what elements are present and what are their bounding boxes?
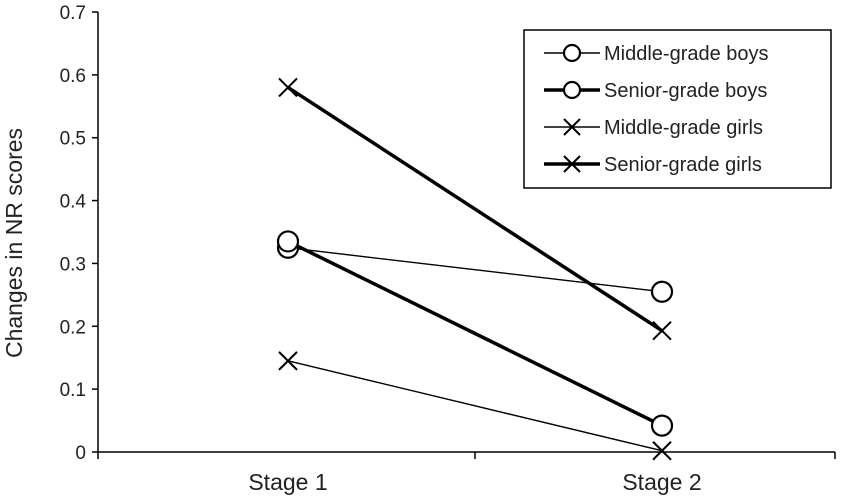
legend-item: Middle-grade girls xyxy=(544,117,763,139)
y-ticks: 0 0.1 0.2 0.3 0.4 0.5 0.6 0.7 xyxy=(60,3,98,464)
y-tick-label: 0.2 xyxy=(60,317,86,338)
circle-marker xyxy=(276,230,300,253)
legend-item: Middle-grade boys xyxy=(544,43,769,65)
series-line xyxy=(287,85,663,333)
x-marker-stroke xyxy=(652,441,672,461)
x-marker xyxy=(278,351,298,371)
y-axis-label: Changes in NR scores xyxy=(1,128,27,358)
x-ticks: Stage 1 Stage 2 xyxy=(97,452,836,495)
x-tick-label: Stage 2 xyxy=(622,469,701,495)
series-line xyxy=(287,239,663,428)
y-tick-label: 0.7 xyxy=(60,3,86,24)
axes xyxy=(97,12,835,453)
x-marker xyxy=(563,118,581,136)
legend-item: Senior-grade girls xyxy=(544,154,762,176)
x-marker xyxy=(652,320,672,341)
x-marker-stroke xyxy=(278,77,298,98)
series-senior-grade-girls xyxy=(278,77,672,341)
x-marker-stroke xyxy=(563,118,581,136)
series-senior-grade-boys xyxy=(276,230,674,437)
legend-label: Senior-grade boys xyxy=(604,80,767,102)
x-marker-stroke xyxy=(563,155,581,173)
series-line xyxy=(287,247,663,293)
legend-label: Middle-grade girls xyxy=(604,117,763,139)
y-tick-label: 0.1 xyxy=(60,380,86,401)
legend-item: Senior-grade boys xyxy=(544,80,767,102)
x-marker-stroke xyxy=(652,320,672,341)
series-middle-grade-boys xyxy=(276,236,674,303)
y-tick-label: 0.4 xyxy=(60,192,87,213)
y-tick-label: 0.6 xyxy=(60,66,86,87)
legend-label: Middle-grade boys xyxy=(604,43,769,65)
series-line xyxy=(287,360,663,452)
x-tick-label: Stage 1 xyxy=(248,469,327,495)
series-middle-grade-girls xyxy=(278,351,672,461)
circle-marker xyxy=(562,43,582,63)
x-marker-stroke xyxy=(278,351,298,371)
x-marker xyxy=(278,77,298,98)
x-marker xyxy=(563,155,581,173)
circle-marker xyxy=(650,414,674,437)
series-group xyxy=(276,77,674,461)
circle-marker xyxy=(562,80,582,100)
legend-label: Senior-grade girls xyxy=(604,154,762,176)
y-tick-label: 0.3 xyxy=(60,254,86,275)
y-tick-label: 0.5 xyxy=(60,129,86,150)
circle-marker xyxy=(650,280,674,303)
y-tick-label: 0 xyxy=(75,443,86,464)
x-marker xyxy=(652,441,672,461)
